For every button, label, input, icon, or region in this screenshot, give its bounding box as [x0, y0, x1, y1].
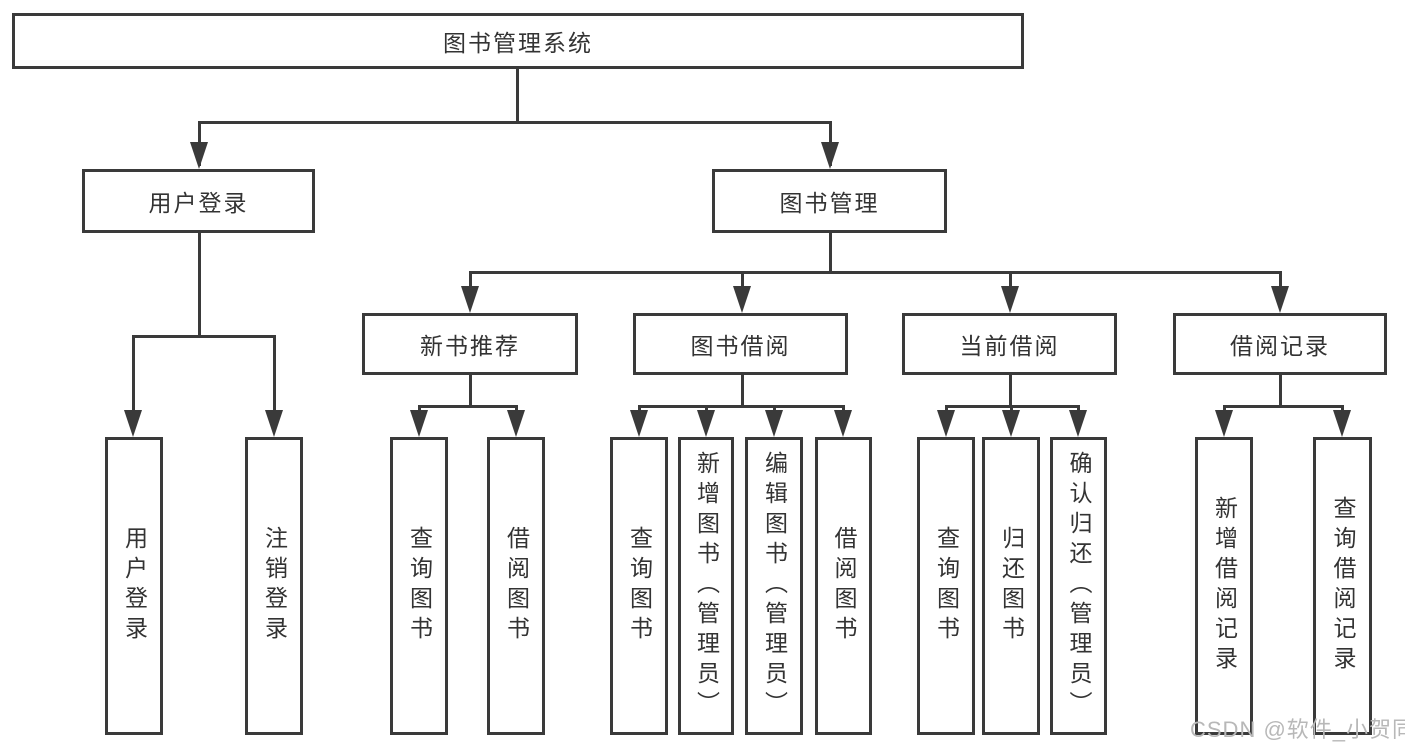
leaf-add-borrow-record-label: 新增借阅记录: [1211, 496, 1238, 676]
node-book-management: 图书管理: [712, 169, 947, 233]
connector-line: [516, 69, 519, 122]
leaf-borrow-books-2-label: 借阅图书: [831, 526, 857, 646]
node-borrowing-records-label: 借阅记录: [1230, 333, 1330, 359]
connector-line: [1279, 272, 1282, 297]
arrow-down-icon: [697, 410, 715, 437]
connector-line: [469, 271, 1282, 274]
node-book-borrowing: 图书借阅: [633, 313, 848, 375]
leaf-edit-books-admin: 编辑图书（管理员）: [745, 437, 803, 735]
arrow-down-icon: [1001, 286, 1019, 313]
leaf-query-books-3-label: 查询图书: [933, 526, 960, 646]
leaf-confirm-return-admin: 确认归还（管理员）: [1050, 437, 1107, 735]
leaf-borrow-books-1-label: 借阅图书: [503, 526, 530, 646]
arrow-down-icon: [733, 286, 751, 313]
leaf-query-books-1: 查询图书: [390, 437, 448, 735]
arrow-down-icon: [507, 410, 525, 437]
node-book-borrowing-label: 图书借阅: [690, 333, 791, 359]
leaf-confirm-return-admin-label: 确认归还（管理员）: [1066, 451, 1092, 721]
leaf-borrow-books-2: 借阅图书: [815, 437, 872, 735]
leaf-edit-books-admin-label: 编辑图书（管理员）: [761, 451, 788, 721]
leaf-query-books-1-label: 查询图书: [406, 526, 433, 646]
arrow-down-icon: [1271, 286, 1289, 313]
node-borrowing-records: 借阅记录: [1173, 313, 1387, 375]
leaf-query-books-2: 查询图书: [610, 437, 668, 735]
leaf-user-login: 用户登录: [105, 437, 163, 735]
connector-line: [198, 233, 201, 336]
connector-line: [638, 405, 845, 408]
connector-line: [741, 272, 744, 297]
arrow-down-icon: [834, 410, 852, 437]
connector-line: [1009, 375, 1012, 408]
connector-line: [273, 336, 276, 416]
leaf-add-borrow-record: 新增借阅记录: [1195, 437, 1253, 735]
leaf-borrow-books-1: 借阅图书: [487, 437, 545, 735]
leaf-query-borrow-record-label: 查询借阅记录: [1330, 496, 1356, 676]
leaf-return-books-label: 归还图书: [998, 526, 1025, 646]
connector-line: [132, 335, 276, 338]
connector-line: [741, 375, 744, 408]
arrow-down-icon: [821, 142, 839, 169]
arrow-down-icon: [265, 410, 283, 437]
node-current-borrowing-label: 当前借阅: [959, 333, 1060, 359]
connector-line: [945, 405, 1080, 408]
arrow-down-icon: [190, 142, 208, 169]
csdn-watermark: CSDN @软件_小贺同学: [1190, 717, 1405, 742]
node-new-book-recommend: 新书推荐: [362, 313, 578, 375]
arrow-down-icon: [1215, 410, 1233, 437]
connector-line: [469, 272, 472, 297]
node-current-borrowing: 当前借阅: [902, 313, 1117, 375]
arrow-down-icon: [765, 410, 783, 437]
leaf-logout: 注销登录: [245, 437, 303, 735]
arrow-down-icon: [1002, 410, 1020, 437]
connector-line: [418, 405, 518, 408]
leaf-query-books-3: 查询图书: [917, 437, 975, 735]
leaf-add-books-admin: 新增图书（管理员）: [678, 437, 734, 735]
connector-line: [132, 336, 135, 416]
node-user-login: 用户登录: [82, 169, 315, 233]
leaf-add-books-admin-label: 新增图书（管理员）: [693, 451, 720, 721]
leaf-query-books-2-label: 查询图书: [626, 526, 653, 646]
arrow-down-icon: [461, 286, 479, 313]
node-new-book-recommend-label: 新书推荐: [420, 333, 520, 359]
connector-line: [1223, 405, 1344, 408]
node-root-label: 图书管理系统: [443, 30, 593, 56]
node-user-login-label: 用户登录: [148, 190, 249, 216]
arrow-down-icon: [1333, 410, 1351, 437]
connector-line: [1279, 375, 1282, 408]
connector-line: [829, 233, 832, 272]
connector-line: [1009, 272, 1012, 297]
leaf-return-books: 归还图书: [982, 437, 1040, 735]
node-book-management-label: 图书管理: [779, 190, 880, 216]
connector-line: [469, 375, 472, 408]
leaf-logout-label: 注销登录: [261, 526, 288, 646]
arrow-down-icon: [410, 410, 428, 437]
leaf-query-borrow-record: 查询借阅记录: [1313, 437, 1372, 735]
node-root: 图书管理系统: [12, 13, 1024, 69]
arrow-down-icon: [937, 410, 955, 437]
arrow-down-icon: [124, 410, 142, 437]
arrow-down-icon: [630, 410, 648, 437]
leaf-user-login-label: 用户登录: [121, 526, 148, 646]
arrow-down-icon: [1069, 410, 1087, 437]
connector-line: [198, 121, 832, 124]
